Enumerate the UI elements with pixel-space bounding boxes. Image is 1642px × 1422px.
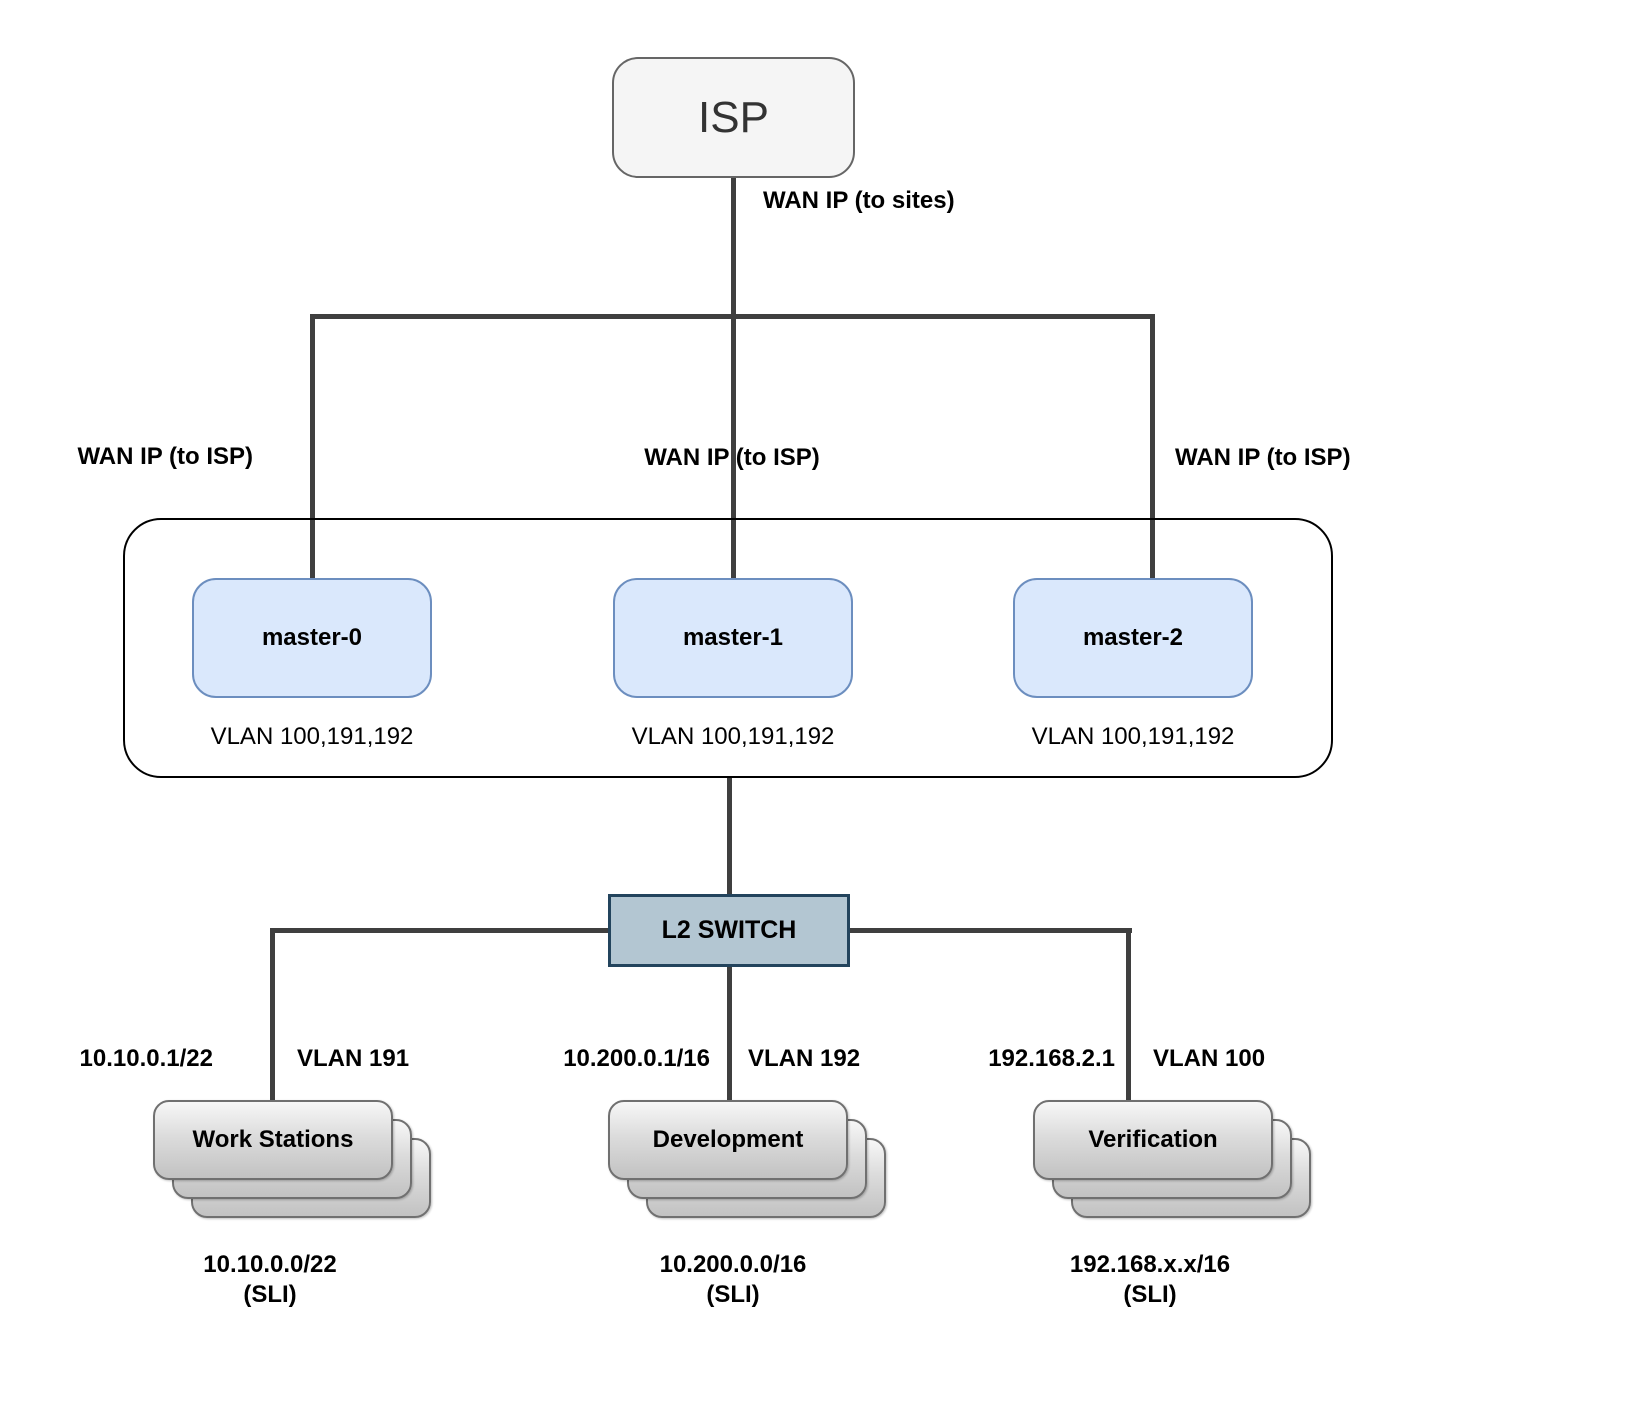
development-subnet-label: 10.200.0.0/16 (SLI) <box>583 1250 883 1310</box>
connector-bus-to-master-2 <box>1150 314 1155 580</box>
master-0-label: master-0 <box>261 624 363 651</box>
connector-to-workstations <box>270 928 275 1105</box>
master-2-node: master-2 <box>1013 578 1253 698</box>
verification-stack-card-front: Verification <box>1033 1100 1273 1180</box>
wan-ip-to-sites-label: WAN IP (to sites) <box>763 187 955 214</box>
verification-gateway-label: 192.168.2.1 <box>988 1045 1115 1072</box>
l2-switch-label: L2 SWITCH <box>661 916 797 944</box>
workstations-subnet-label: 10.10.0.0/22 (SLI) <box>120 1250 420 1310</box>
verification-sli-note: (SLI) <box>1123 1281 1177 1308</box>
wan-ip-to-isp-label-middle: WAN IP (to ISP) <box>644 444 820 471</box>
master-0-node: master-0 <box>192 578 432 698</box>
development-gateway-label: 10.200.0.1/16 <box>563 1045 710 1072</box>
connector-cluster-to-switch <box>727 776 732 896</box>
verification-vlan-label: VLAN 100 <box>1153 1045 1266 1072</box>
workstations-label: Work Stations <box>192 1126 354 1153</box>
development-vlan-label: VLAN 192 <box>748 1045 861 1072</box>
connector-bus-to-master-0 <box>310 314 315 580</box>
l2-switch-node: L2 SWITCH <box>608 894 850 967</box>
connector-switch-right <box>848 928 1132 933</box>
connector-switch-left <box>270 928 610 933</box>
master-1-vlan-label: VLAN 100,191,192 <box>631 723 835 750</box>
workstations-sli-note: (SLI) <box>243 1281 297 1308</box>
wan-ip-to-isp-label-right: WAN IP (to ISP) <box>1175 444 1351 471</box>
master-1-label: master-1 <box>682 624 784 651</box>
master-2-label: master-2 <box>1082 624 1184 651</box>
development-subnet: 10.200.0.0/16 <box>659 1251 807 1278</box>
workstations-subnet: 10.10.0.0/22 <box>203 1251 337 1278</box>
verification-subnet: 192.168.x.x/16 <box>1069 1251 1231 1278</box>
workstations-gateway-label: 10.10.0.1/22 <box>79 1045 213 1072</box>
development-sli-note: (SLI) <box>706 1281 760 1308</box>
master-2-vlan-label: VLAN 100,191,192 <box>1031 723 1235 750</box>
workstations-vlan-label: VLAN 191 <box>297 1045 410 1072</box>
isp-node: ISP <box>612 57 855 178</box>
connector-isp-to-bus <box>731 176 736 319</box>
verification-label: Verification <box>1088 1126 1218 1153</box>
wan-ip-to-isp-label-left: WAN IP (to ISP) <box>77 443 253 470</box>
development-stack-card-front: Development <box>608 1100 848 1180</box>
verification-subnet-label: 192.168.x.x/16 (SLI) <box>1000 1250 1300 1310</box>
isp-label: ISP <box>698 92 769 142</box>
master-0-vlan-label: VLAN 100,191,192 <box>210 723 414 750</box>
connector-bus-to-master-1 <box>731 314 736 580</box>
master-1-node: master-1 <box>613 578 853 698</box>
connector-to-verification <box>1126 928 1131 1105</box>
master-cluster-container <box>123 518 1333 778</box>
workstations-stack-card-front: Work Stations <box>153 1100 393 1180</box>
connector-switch-to-development <box>727 965 732 1105</box>
development-label: Development <box>652 1126 804 1153</box>
